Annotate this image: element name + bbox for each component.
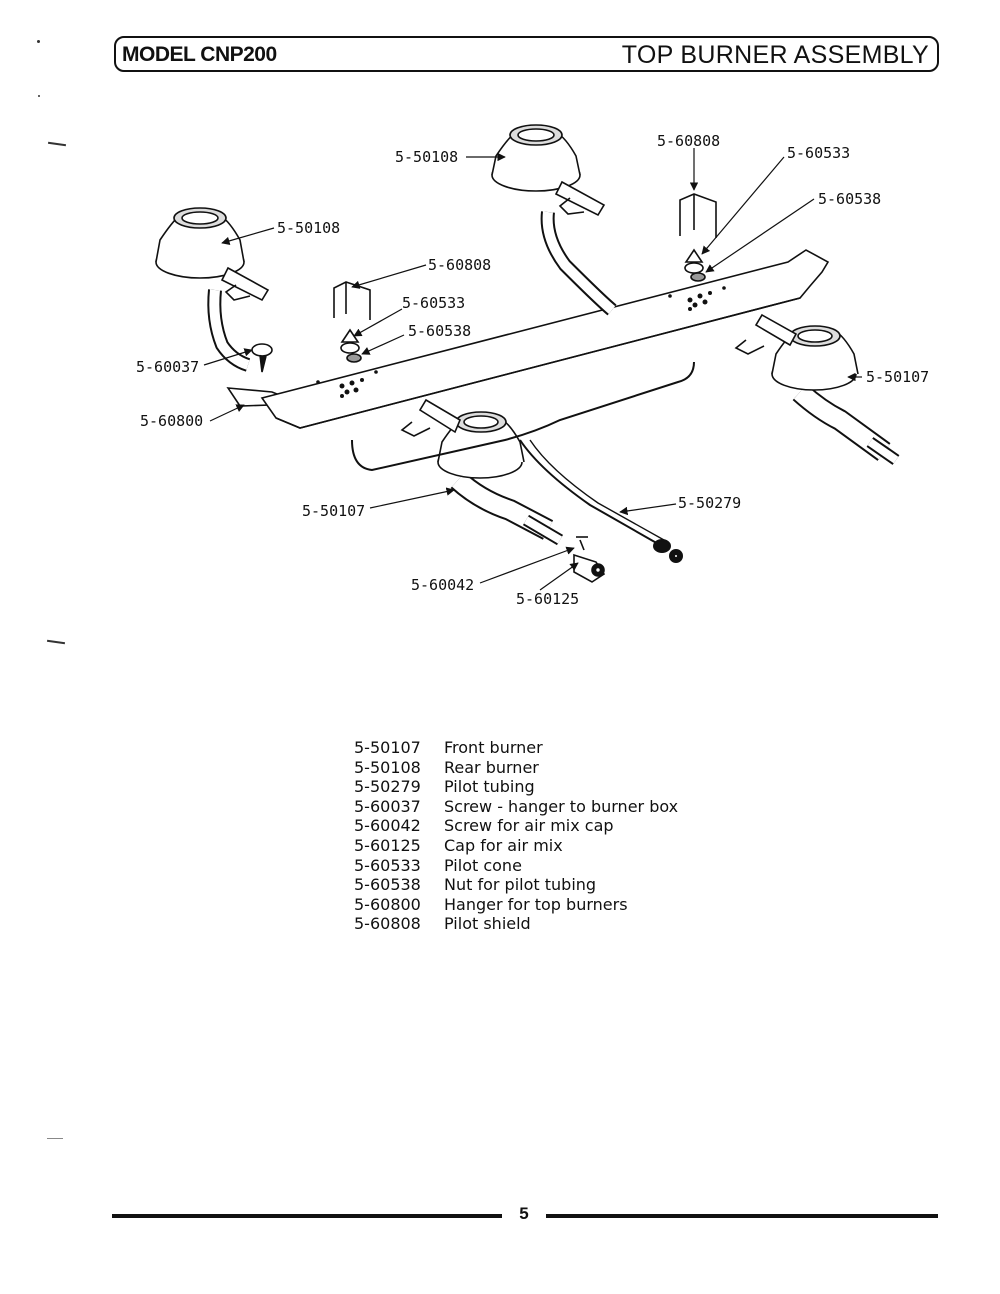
page-header: MODEL CNP200 TOP BURNER ASSEMBLY [114,36,939,72]
part-number: 5-60037 [354,796,421,816]
footer-rule-right [546,1214,938,1218]
callout-front-right-burner: 5-50107 [866,368,929,386]
scan-dot [38,95,40,97]
parts-list-row: 5-50107 Front burner [354,738,678,758]
parts-list: 5-50107 Front burner 5-50108 Rear burner… [354,738,678,934]
scan-dot [37,40,40,43]
part-number: 5-50279 [354,777,421,797]
page-number: 5 [519,1204,529,1223]
callout-air-mix-screw: 5-60042 [411,576,474,594]
part-description: Cap for air mix [444,835,563,855]
part-description: Pilot cone [444,855,522,875]
part-description: Pilot tubing [444,777,535,797]
callout-right-pilot-shield: 5-60808 [657,132,720,150]
callout-hanger-screw: 5-60037 [136,358,199,376]
callout-left-pilot-cone: 5-60533 [402,294,465,312]
callout-right-pilot-cone: 5-60533 [787,144,850,162]
callout-right-pilot-nut: 5-60538 [818,190,881,208]
part-description: Hanger for top burners [444,894,628,914]
part-description: Pilot shield [444,914,531,934]
part-number: 5-60800 [354,894,421,914]
callout-rear-right-burner: 5-50108 [395,148,458,166]
parts-list-row: 5-60533 Pilot cone [354,856,678,876]
parts-list-row: 5-50279 Pilot tubing [354,777,678,797]
part-number: 5-50107 [354,738,421,757]
parts-list-row: 5-60042 Screw for air mix cap [354,816,678,836]
burner-assembly-diagram: 5-50108 5-50108 5-60808 5-60533 5-60538 … [136,124,929,608]
callout-left-pilot-shield: 5-60808 [428,256,491,274]
part-number: 5-60533 [354,855,421,875]
parts-list-row: 5-50108 Rear burner [354,758,678,778]
rear-left-burner [155,207,270,372]
part-description: Front burner [444,738,543,757]
callout-front-left-burner: 5-50107 [302,502,365,520]
callout-air-mix-cap: 5-60125 [516,590,579,608]
part-description: Nut for pilot tubing [444,875,597,895]
footer-rule-left [112,1214,502,1218]
callout-left-pilot-nut: 5-60538 [408,322,471,340]
callout-labels: 5-50108 5-50108 5-60808 5-60533 5-60538 … [136,132,929,608]
pilot-tubing [351,361,695,563]
parts-list-row: 5-60808 Pilot shield [354,914,678,934]
model-title: MODEL CNP200 [122,43,277,66]
front-left-burner [400,398,564,546]
part-number: 5-60042 [354,816,421,836]
part-number: 5-60125 [354,835,421,855]
section-title: TOP BURNER ASSEMBLY [621,41,929,69]
callout-rear-left-burner: 5-50108 [277,219,340,237]
parts-list-row: 5-60800 Hanger for top burners [354,895,678,915]
part-number: 5-50108 [354,757,421,777]
rear-right-burner [491,124,617,316]
part-description: Screw for air mix cap [444,816,614,836]
parts-list-row: 5-60037 Screw - hanger to burner box [354,797,678,817]
part-number: 5-60808 [354,914,421,934]
pilot-hardware [333,193,717,363]
part-number: 5-60538 [354,875,421,895]
hanger-bar [226,249,830,429]
callout-hanger: 5-60800 [140,412,203,430]
front-right-burner [734,313,900,465]
binder-hole-mark [47,1138,63,1139]
callout-pilot-tubing: 5-50279 [678,494,741,512]
parts-list-row: 5-60125 Cap for air mix [354,836,678,856]
part-description: Screw - hanger to burner box [444,796,679,816]
part-description: Rear burner [444,757,539,777]
leader-lines [203,148,862,591]
parts-list-row: 5-60538 Nut for pilot tubing [354,875,678,895]
